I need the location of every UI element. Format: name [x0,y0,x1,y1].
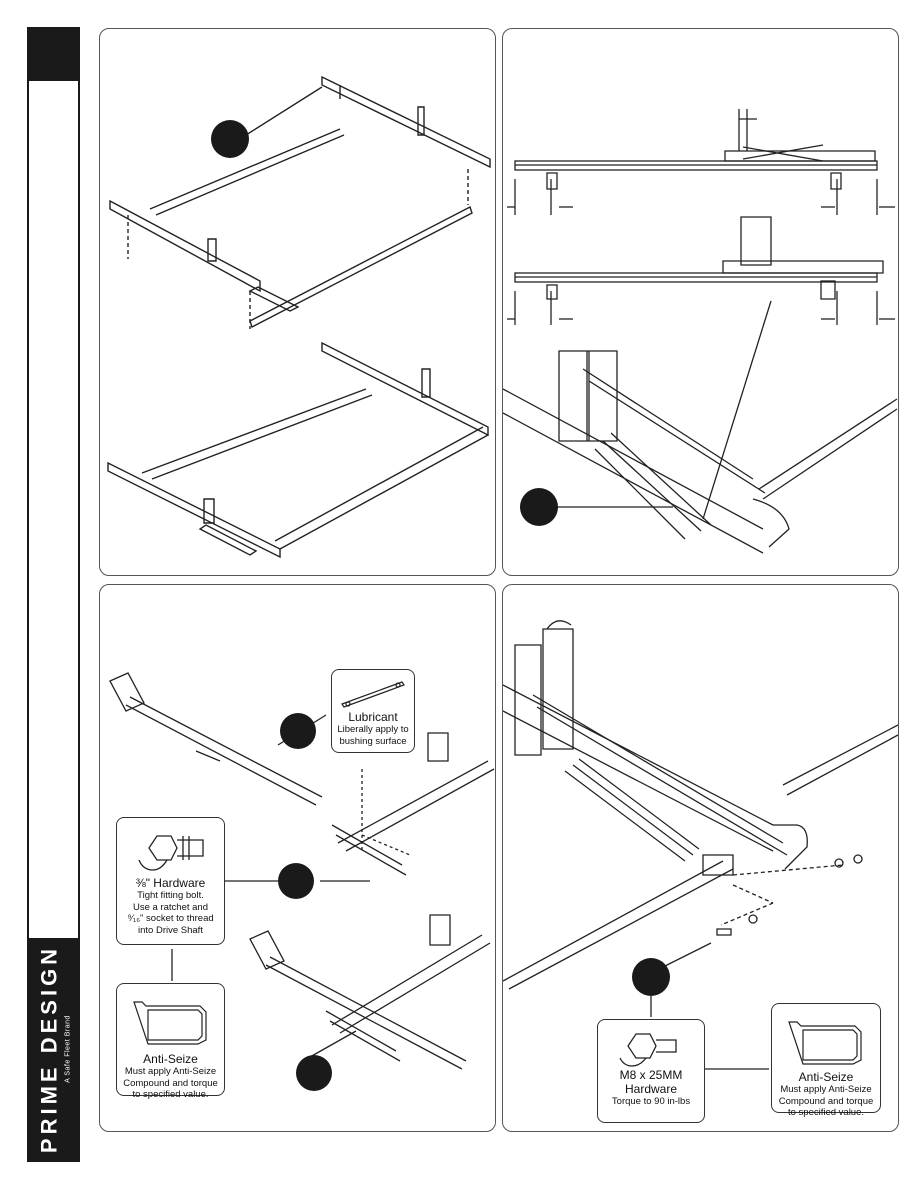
antiseize-line-3: to specified value. [132,1089,209,1100]
brand-tagline: A Safe Fleet Brand [64,1015,71,1083]
brand-logo: PRIME DESIGN A Safe Fleet Brand [36,945,71,1153]
brand-name: PRIME DESIGN [36,944,61,1154]
hardware-line-1: Tight fitting bolt. [137,890,204,901]
step-marker [632,958,670,996]
hardware-title: ⅜" Hardware [135,876,206,890]
m8-hardware-callout: M8 x 25MM Hardware Torque to 90 in-lbs [597,1019,705,1123]
antiseize-line-1: Must apply Anti-Seize [124,1066,217,1077]
step-marker [280,713,316,749]
lubricant-title: Lubricant [348,710,398,724]
hardware-callout: ⅜" Hardware Tight fitting bolt. Use a ra… [116,817,225,945]
panel-step-4: M8 x 25MM Hardware Torque to 90 in-lbs A… [502,584,899,1132]
rack-assembly-diagram [107,75,491,559]
antiseize-line-2: Compound and torque [123,1077,218,1089]
antiseize-2-line-2: Compound and torque [778,1095,874,1107]
m8-hardware-title-1: M8 x 25MM [619,1068,683,1082]
sidebar-tab [29,29,78,81]
step-marker [520,488,558,526]
bracket-hardware-diagram [503,620,898,1070]
antiseize-2-line-1: Must apply Anti-Seize [780,1084,872,1095]
panel-step-2 [502,28,899,576]
hardware-line-2: Use a ratchet and [133,901,208,913]
drive-shaft-diagram [503,109,898,554]
panel-step-1 [99,28,496,576]
m8-hardware-title-2: Hardware [624,1082,678,1096]
step-marker [296,1055,332,1091]
antiseize-callout-2: Anti-Seize Must apply Anti-Seize Compoun… [771,1003,881,1118]
hardware-line-3: ⁹⁄₁₆" socket to thread [127,913,214,924]
antiseize-tube-icon [788,1021,862,1065]
bolt-icon [619,1033,677,1067]
bolt-icon [137,835,204,871]
panel-step-3: Lubricant Liberally apply to bushing sur… [99,584,496,1132]
hardware-line-4: into Drive Shaft [138,924,203,936]
lubricant-desc: Liberally apply to bushing surface [337,724,409,747]
shaft-install-diagram [109,672,495,1091]
antiseize-title: Anti-Seize [143,1052,198,1066]
sidebar: PRIME DESIGN A Safe Fleet Brand [27,27,80,1162]
step-marker [278,863,314,899]
antiseize-tube-icon [132,1001,207,1045]
antiseize-title-2: Anti-Seize [798,1070,854,1084]
antiseize-callout: Anti-Seize Must apply Anti-Seize Compoun… [116,983,225,1100]
lubricant-strip-icon [341,681,405,708]
m8-hardware-desc: Torque to 90 in-lbs [611,1096,691,1107]
antiseize-2-line-3: to specified value. [787,1107,865,1118]
lubricant-callout: Lubricant Liberally apply to bushing sur… [331,669,415,753]
step-marker [211,120,249,158]
brand-block: PRIME DESIGN A Safe Fleet Brand [29,938,78,1160]
